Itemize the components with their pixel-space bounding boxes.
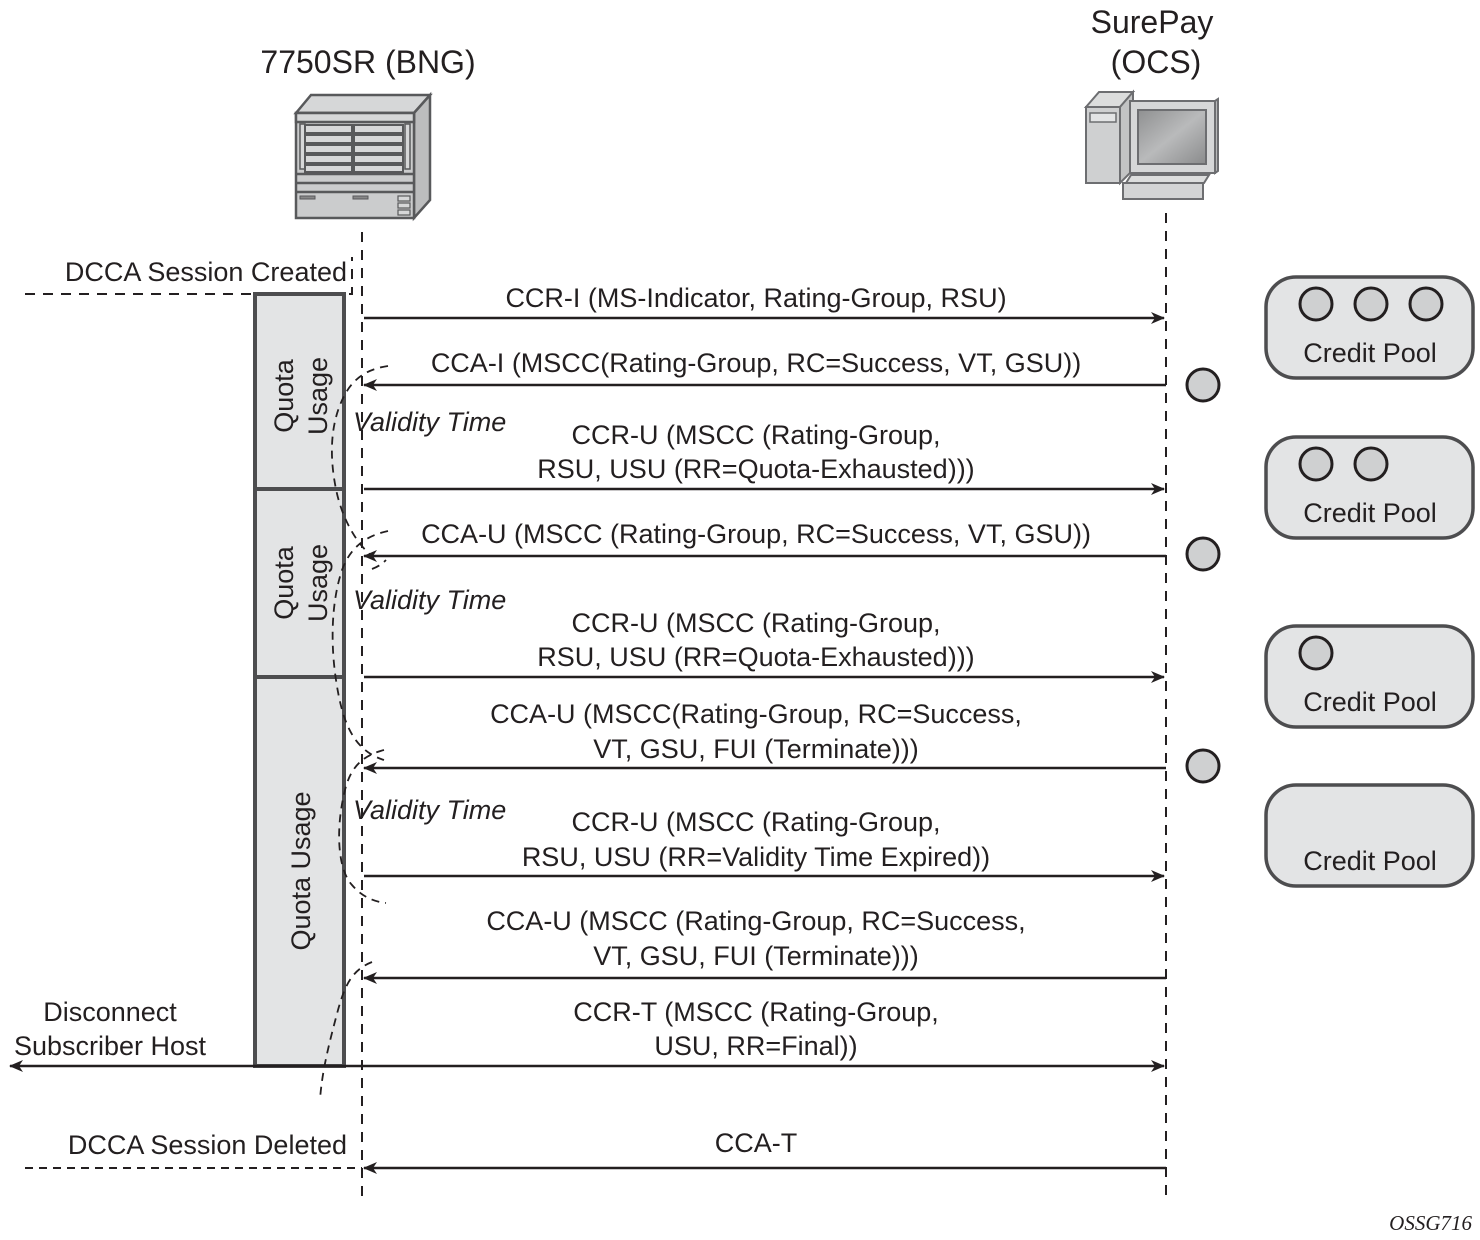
session-created-label: DCCA Session Created (65, 257, 347, 287)
message-label: CCR-I (MS-Indicator, Rating-Group, RSU) (505, 283, 1006, 313)
credit-token-icon (1408, 286, 1444, 322)
granted-credit-token-icon (1185, 536, 1221, 572)
message-cca-t: CCA-T (363, 1128, 1166, 1174)
credit-token-icon (1353, 446, 1389, 482)
granted-credit-token-icon (1185, 367, 1221, 403)
session-deleted-label: DCCA Session Deleted (68, 1130, 347, 1160)
disconnect-label-line2: Subscriber Host (14, 1031, 207, 1061)
validity-time-curves (319, 365, 389, 1101)
message-ccr-u-1: CCR-U (MSCC (Rating-Group, RSU, USU (RR=… (364, 420, 1165, 495)
ocs-title-line2: (OCS) (1111, 44, 1202, 80)
quota-block-1 (253, 292, 346, 491)
validity-time-label-2: Validity Time (353, 585, 506, 615)
message-ccr-t: CCR-T (MSCC (Rating-Group, USU, RR=Final… (254, 997, 1165, 1072)
message-label-line2: RSU, USU (RR=Quota-Exhausted))) (537, 454, 974, 484)
validity-time-label-1: Validity Time (353, 407, 506, 437)
message-cca-i: CCA-I (MSCC(Rating-Group, RC=Success, VT… (363, 348, 1166, 391)
message-label-line1: CCA-U (MSCC (Rating-Group, RC=Success, (486, 906, 1025, 936)
message-cca-u-1: CCA-U (MSCC (Rating-Group, RC=Success, V… (363, 519, 1166, 562)
message-label-line2: RSU, USU (RR=Quota-Exhausted))) (537, 642, 974, 672)
router-chassis-icon (293, 91, 433, 222)
quota-block-2-line1: Quota (269, 545, 299, 620)
credit-pool-label: Credit Pool (1303, 338, 1437, 368)
message-cca-u-3: CCA-U (MSCC (Rating-Group, RC=Success, V… (363, 906, 1166, 984)
credit-token-icon (1298, 635, 1334, 671)
message-ccr-i: CCR-I (MS-Indicator, Rating-Group, RSU) (364, 283, 1165, 324)
computer-workstation-icon (1083, 89, 1219, 200)
credit-pool-1: Credit Pool (1264, 275, 1475, 380)
disconnect-subscriber-host: Disconnect Subscriber Host (9, 997, 255, 1072)
credit-token-icon (1298, 286, 1334, 322)
credit-token-icon (1298, 446, 1334, 482)
message-label-line1: CCR-U (MSCC (Rating-Group, (571, 608, 940, 638)
quota-block-1-line1: Quota (269, 358, 299, 433)
credit-pool-label: Credit Pool (1303, 687, 1437, 717)
message-label-line2: USU, RR=Final)) (654, 1031, 857, 1061)
ocs-title-line1: SurePay (1091, 4, 1214, 40)
bng-title: 7750SR (BNG) (260, 44, 475, 80)
message-label-line2: RSU, USU (RR=Validity Time Expired)) (522, 842, 990, 872)
message-label-line2: VT, GSU, FUI (Terminate))) (593, 941, 919, 971)
credit-pool-3: Credit Pool (1264, 624, 1475, 729)
message-label-line1: CCR-T (MSCC (Rating-Group, (573, 997, 939, 1027)
message-label-line1: CCR-U (MSCC (Rating-Group, (571, 420, 940, 450)
quota-block-1-line2: Usage (303, 357, 333, 435)
quota-block-3-label: Quota Usage (286, 791, 316, 950)
granted-credit-token-icon (1185, 748, 1221, 784)
message-ccr-u-3: CCR-U (MSCC (Rating-Group, RSU, USU (RR=… (364, 807, 1165, 882)
granted-credit-tokens (1185, 367, 1221, 784)
session-created-line (25, 257, 353, 295)
message-cca-u-2: CCA-U (MSCC(Rating-Group, RC=Success, VT… (363, 699, 1166, 774)
quota-block-2-line2: Usage (303, 544, 333, 622)
disconnect-label-line1: Disconnect (43, 997, 177, 1027)
message-ccr-u-2: CCR-U (MSCC (Rating-Group, RSU, USU (RR=… (364, 608, 1165, 683)
message-label: CCA-T (715, 1128, 798, 1158)
message-label: CCA-I (MSCC(Rating-Group, RC=Success, VT… (431, 348, 1081, 378)
quota-block-2 (253, 487, 346, 679)
message-label-line2: VT, GSU, FUI (Terminate))) (593, 734, 919, 764)
credit-token-icon (1353, 286, 1389, 322)
figure-id: OSSG716 (1389, 1211, 1472, 1235)
credit-pool-4: Credit Pool (1264, 783, 1475, 888)
credit-pool-box (1264, 783, 1475, 888)
credit-pool-label: Credit Pool (1303, 498, 1437, 528)
quota-usage-blocks: Quota Usage Quota Usage Quota Usage (253, 292, 346, 1068)
credit-pool-2: Credit Pool (1264, 435, 1475, 540)
message-label-line1: CCR-U (MSCC (Rating-Group, (571, 807, 940, 837)
credit-pool-label: Credit Pool (1303, 846, 1437, 876)
message-label-line1: CCA-U (MSCC(Rating-Group, RC=Success, (490, 699, 1022, 729)
validity-time-label-3: Validity Time (353, 795, 506, 825)
message-label: CCA-U (MSCC (Rating-Group, RC=Success, V… (421, 519, 1091, 549)
